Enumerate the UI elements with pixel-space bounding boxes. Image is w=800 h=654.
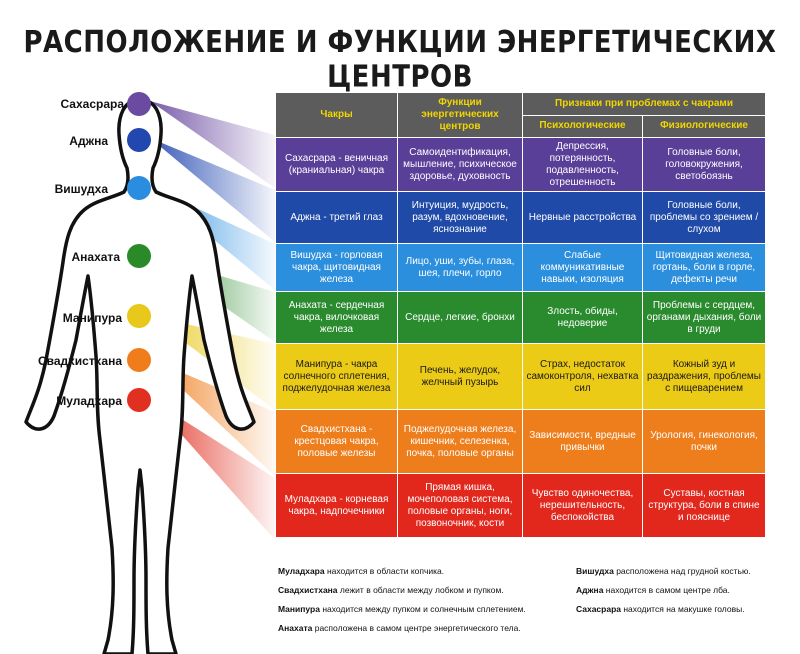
table-cell: Нервные расстройства [522,191,643,244]
table-cell: Слабые коммуникативные навыки, изоляция [522,243,643,292]
table-cell: Поджелудочная железа, кишечник, селезенк… [397,409,523,474]
chakra-label-vishuddha: Вишудха [54,182,108,196]
body-silhouette [24,98,256,654]
table-cell: Интуиция, мудрость, разум, вдохновение, … [397,191,523,244]
table-row-manipura: Манипура - чакра солнечного сплетения, п… [275,343,767,410]
table-cell: Страх, недостаток самоконтроля, нехватка… [522,343,643,410]
table-row-svadhisthana: Свадхистхана - крестцовая чакра, половые… [275,409,767,474]
header-problem-signs: Признаки при проблемах с чакрами [521,92,767,116]
header-functions: Функции энергетических центров [397,92,523,138]
note-sahasrara: Сахасрара находится на макушке головы. [576,604,745,614]
table-cell: Зависимости, вредные привычки [522,409,643,474]
note-muladhara: Муладхара находится в области копчика. [278,566,445,576]
chakra-circle-sahasrara [127,92,151,116]
table-cell: Прямая кишка, мочеполовая система, полов… [397,473,523,538]
table-cell: Сахасрара - веничная (краниальная) чакра [275,137,398,192]
chakra-label-anahata: Анахата [71,250,121,264]
beam-ajna [150,138,275,242]
table-cell: Вишудха - горловая чакра, щитовидная жел… [275,243,398,292]
table-cell: Проблемы с сердцем, органами дыхания, бо… [641,291,767,344]
note-manipura: Манипура находится между пупком и солнеч… [278,604,526,614]
chakra-circle-ajna [127,128,151,152]
table-cell: Урология, гинекология, почки [641,409,767,474]
table-cell: Анахата - сердечная чакра, вилочковая же… [275,291,398,344]
notes-left: Муладхара находится в области копчика. С… [278,562,578,638]
header-chakras: Чакры [275,92,398,138]
table-row-sahasrara: Сахасрара - веничная (краниальная) чакра… [275,137,767,192]
table-cell: Самоидентификация, мышление, психическое… [397,137,523,192]
chakra-label-svadhisthana: Свадхистхана [37,354,122,368]
table-cell: Депрессия, потерянность, подавленность, … [522,137,643,192]
chakra-circle-manipura [127,304,151,328]
chakra-label-muladhara: Муладхара [56,394,122,408]
table-cell: Муладхара - корневая чакра, надпочечники [275,473,398,538]
table-cell: Манипура - чакра солнечного сплетения, п… [275,343,398,410]
chakra-label-ajna: Аджна [69,134,108,148]
chakra-circle-svadhisthana [127,348,151,372]
header-psychological: Психологические [522,114,643,138]
table-row-vishuddha: Вишудха - горловая чакра, щитовидная жел… [275,243,767,292]
table-cell: Печень, желудок, желчный пузырь [397,343,523,410]
header-physiological: Физиологические [641,114,767,138]
notes-right: Вишудха расположена над грудной костью. … [576,562,794,619]
table-row-anahata: Анахата - сердечная чакра, вилочковая же… [275,291,767,344]
note-ajna: Аджна находится в самом центре лба. [576,585,730,595]
table-row-muladhara: Муладхара - корневая чакра, надпочечники… [275,473,767,538]
table-cell: Суставы, костная структура, боли в спине… [641,473,767,538]
page-title: РАСПОЛОЖЕНИЕ И ФУНКЦИИ ЭНЕРГЕТИЧЕСКИХ ЦЕ… [23,25,777,95]
table-cell: Головные боли, проблемы со зрением / слу… [641,191,767,244]
table-cell: Чувство одиночества, нерешительность, бе… [522,473,643,538]
table-cell: Злость, обиды, недоверие [522,291,643,344]
note-svadhisthana: Свадхистхана лежит в области между лобко… [278,585,504,595]
chakra-table: Чакры Функции энергетических центров При… [275,92,767,538]
table-cell: Свадхистхана - крестцовая чакра, половые… [275,409,398,474]
table-cell: Сердце, легкие, бронхи [397,291,523,344]
table-cell: Щитовидная железа, гортань, боли в горле… [641,243,767,292]
chakra-circle-anahata [127,244,151,268]
chakra-label-manipura: Манипура [62,311,122,325]
chakra-circle-muladhara [127,388,151,412]
chakra-circle-vishuddha [127,176,151,200]
table-cell: Аджна - третий глаз [275,191,398,244]
beam-sahasrara [150,101,275,188]
note-vishuddha: Вишудха расположена над грудной костью. [576,566,751,576]
table-cell: Головные боли, головокружения, светобояз… [641,137,767,192]
note-anahata: Анахата расположена в самом центре энерг… [278,623,521,633]
table-cell: Кожный зуд и раздражения, проблемы с пищ… [641,343,767,410]
table-cell: Лицо, уши, зубы, глаза, шея, плечи, горл… [397,243,523,292]
chakra-label-sahasrara: Сахасрара [60,97,124,111]
